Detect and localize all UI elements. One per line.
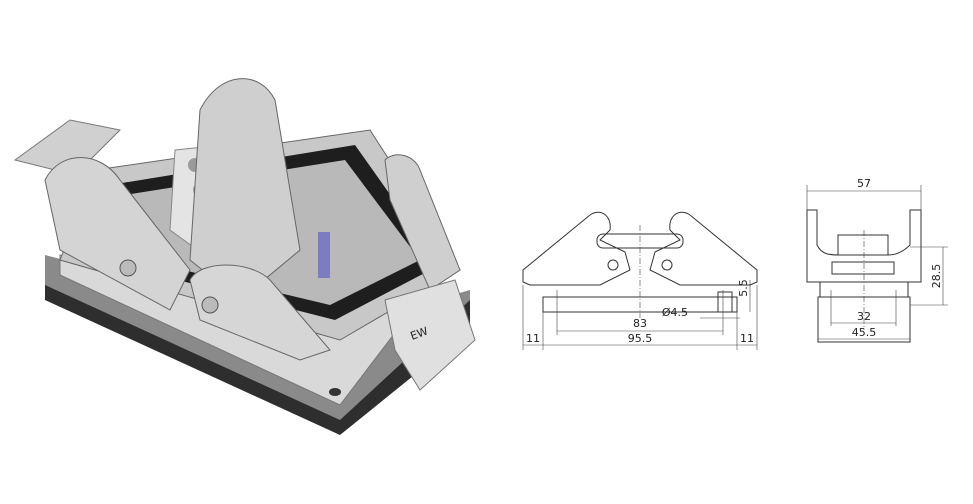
dim-overhang-left: 11 [526,332,540,345]
dim-hole-spacing: 83 [633,317,647,330]
dim-base-width: 45.5 [852,326,877,339]
end-view-drawing [806,185,948,343]
side-view-drawing [522,211,758,350]
dim-width-top: 57 [857,177,871,190]
housing-3d-render: EW [13,78,476,435]
dim-hole-diameter: Ø4.5 [662,306,688,319]
dim-overhang-right: 11 [740,332,754,345]
dim-base-height: 5.5 [737,279,750,297]
logo-text: EW [409,324,430,342]
dim-hole-spacing-end: 32 [857,310,871,323]
dim-base-length: 95.5 [628,332,653,345]
dim-height: 28.5 [930,264,943,289]
